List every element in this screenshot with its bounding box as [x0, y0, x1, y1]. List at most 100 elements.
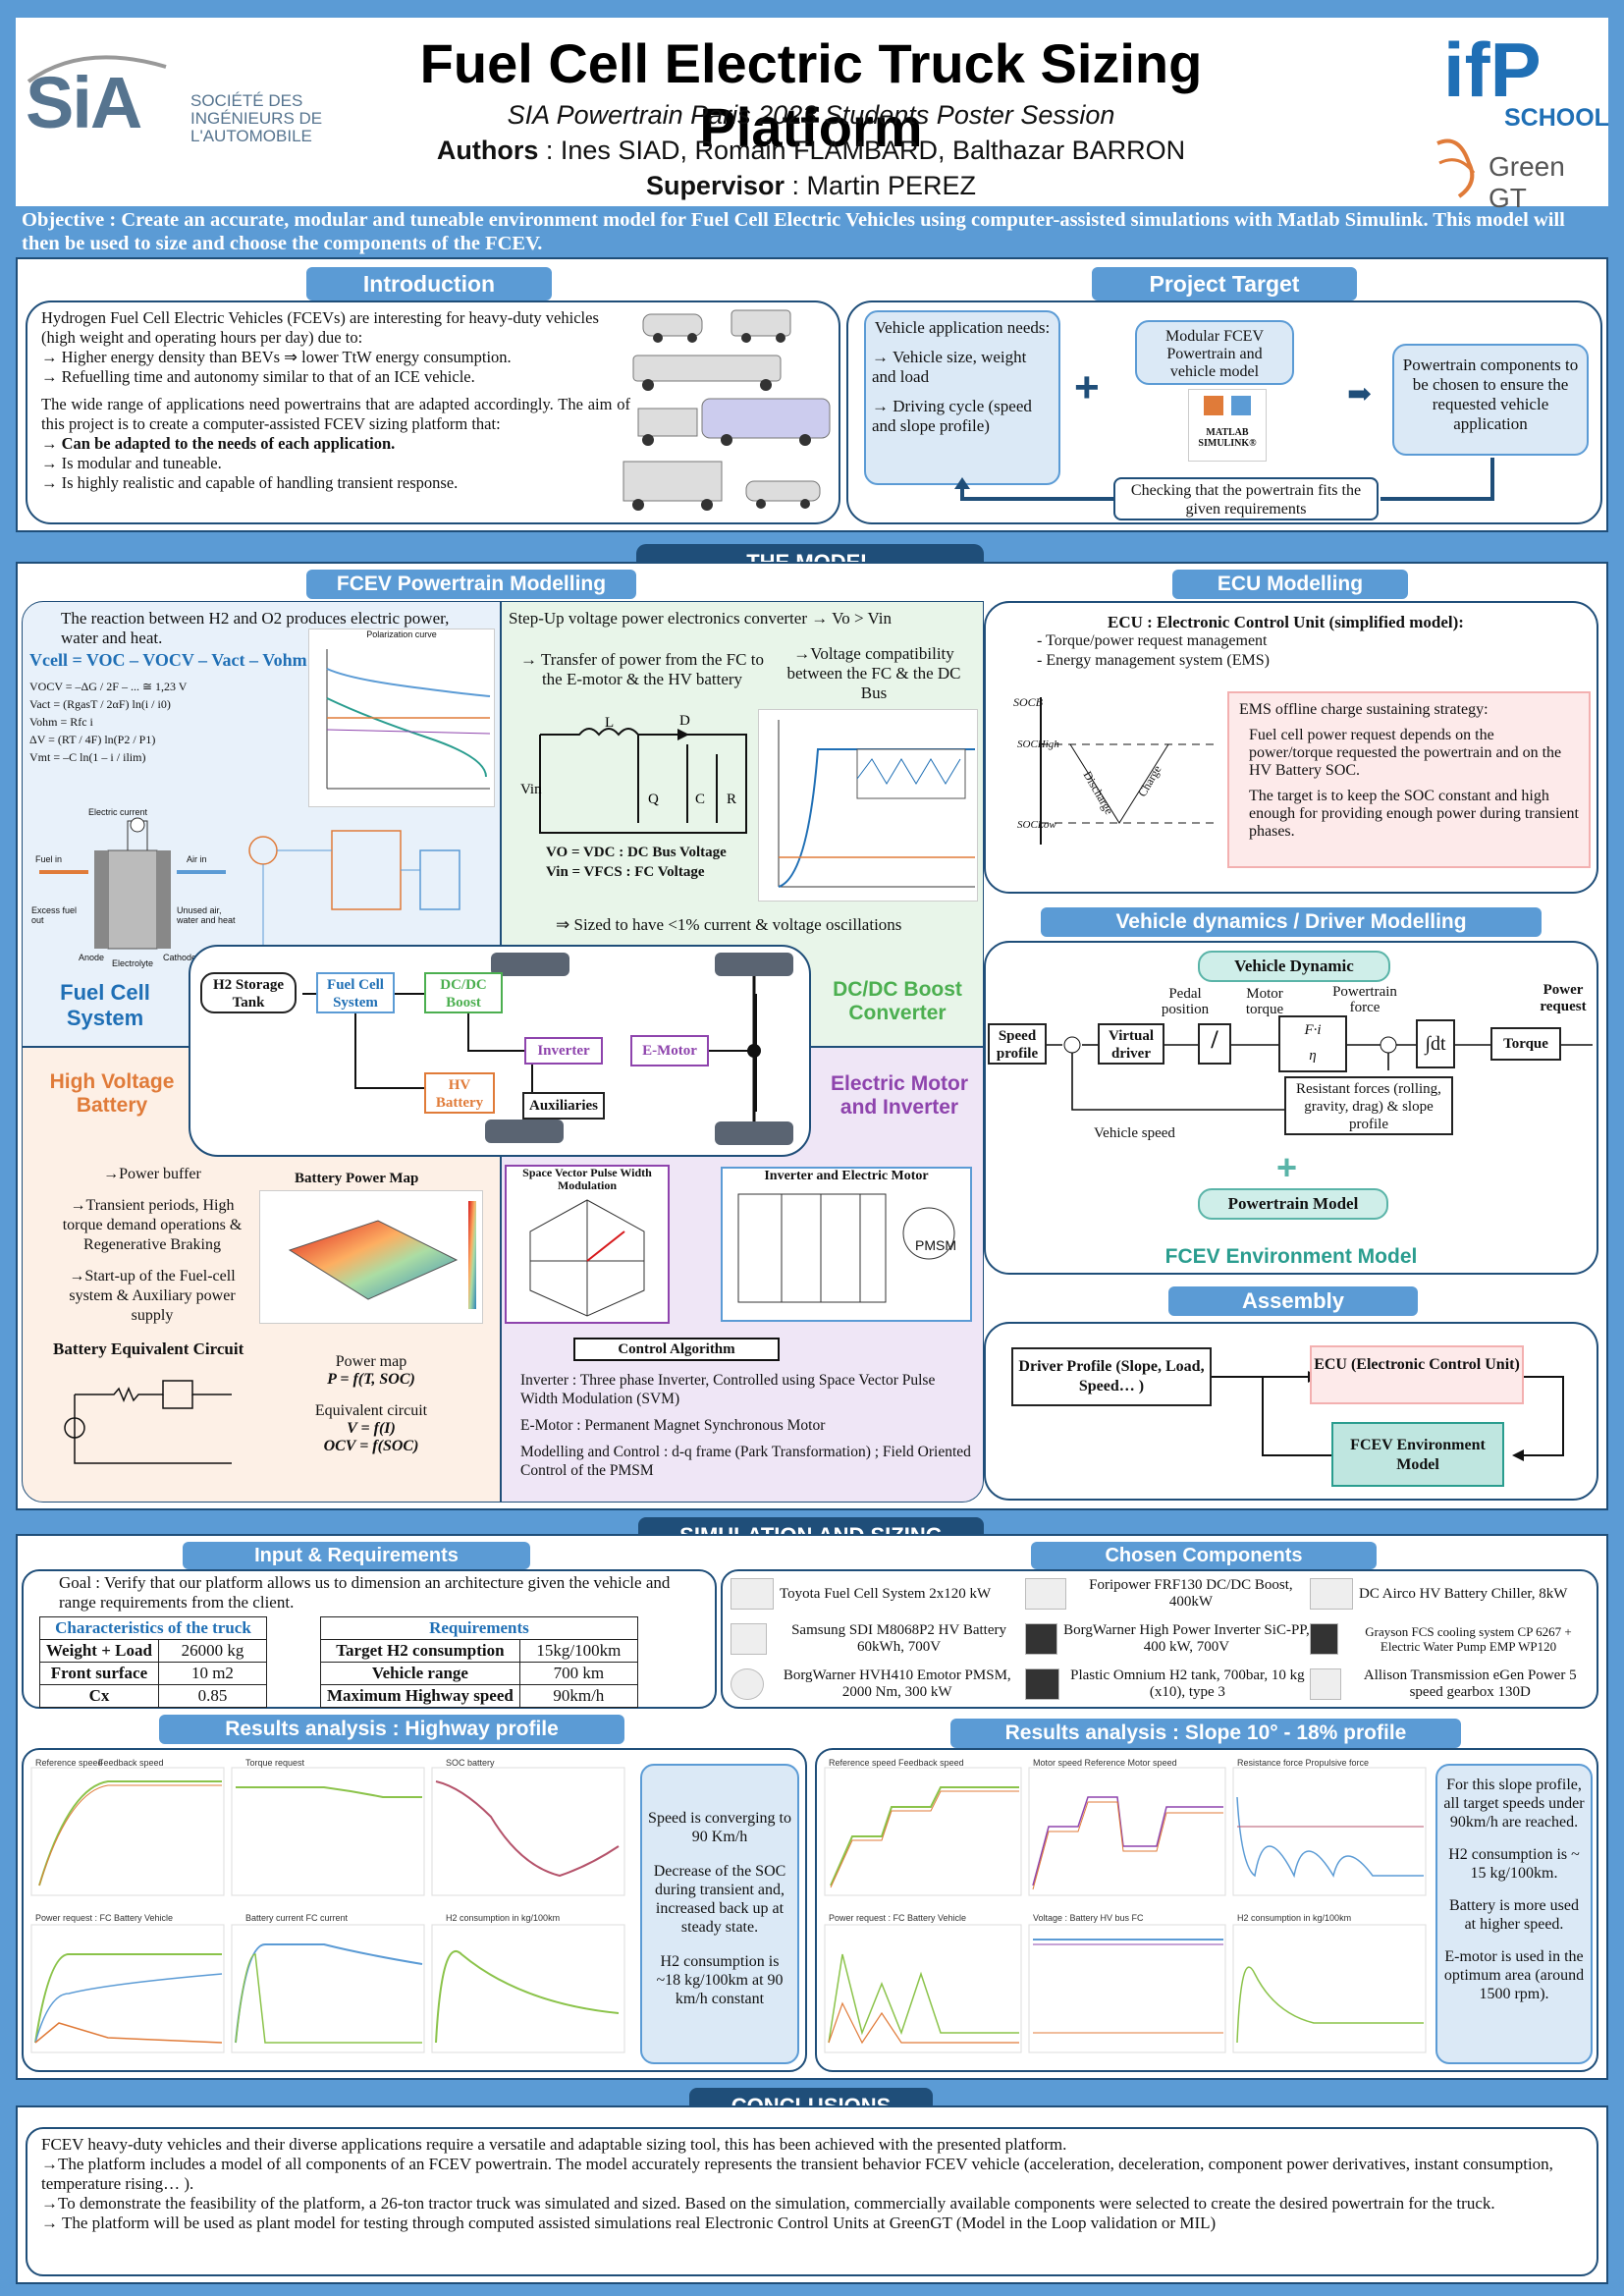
matlab-icon: MATLAB SIMULINK® — [1188, 389, 1267, 462]
component-item: Allison Transmission eGen Power 5 speed … — [1310, 1662, 1593, 1707]
vehicle-images — [619, 304, 835, 519]
project-target-heading: Project Target — [1092, 267, 1357, 301]
sized-text: ⇒ Sized to have <1% current & voltage os… — [556, 915, 902, 934]
driver-profile-box: Driver Profile (Slope, Load, Speed… ) — [1011, 1347, 1212, 1406]
svg-text:SOC battery: SOC battery — [446, 1758, 495, 1768]
virtual-driver-box: Virtual driver — [1098, 1023, 1164, 1065]
component-item: Toyota Fuel Cell System 2x120 kW — [731, 1571, 1025, 1616]
component-item: Grayson FCS cooling system CP 6267 + Ele… — [1310, 1616, 1593, 1662]
svg-text:Feedback speed: Feedback speed — [98, 1758, 164, 1768]
plus-teal-icon: + — [1276, 1147, 1298, 1187]
component-item: Plastic Omnium H2 tank, 700bar, 10 kg (x… — [1025, 1662, 1310, 1707]
vehicle-dynamics-heading: Vehicle dynamics / Driver Modelling — [1041, 907, 1542, 937]
architecture-lines — [302, 953, 793, 1145]
svg-text:Torque request: Torque request — [245, 1758, 305, 1768]
dcdc-label: DC/DC Boost Converter — [833, 978, 962, 1024]
ecu-item-2: - Energy management system (EMS) — [1037, 652, 1270, 669]
polarization-curve-chart: Polarization curve — [308, 629, 495, 807]
ems-box: EMS offline charge sustaining strategy: … — [1227, 691, 1591, 868]
authors: Authors : Ines SIAD, Romain FLAMBARD, Ba… — [436, 136, 1186, 165]
ecu-item-1: - Torque/power request management — [1037, 632, 1268, 649]
conclusions-text: FCEV heavy-duty vehicles and their diver… — [41, 2135, 1553, 2232]
objective: Objective : Create an accurate, modular … — [22, 209, 1565, 254]
ecu-assembly-box: ECU (Electronic Control Unit) — [1310, 1345, 1524, 1404]
svg-text:R: R — [727, 792, 736, 807]
plus-icon: + — [1074, 363, 1100, 411]
svg-text:Power request : FC Battery Veh: Power request : FC Battery Vehicle — [829, 1913, 966, 1923]
power-request-label: Power request — [1540, 982, 1587, 1014]
components-grid: Toyota Fuel Cell System 2x120 kW Foripow… — [731, 1571, 1593, 1707]
boost-b2: →Voltage compatibility between the FC & … — [786, 644, 961, 702]
conclusions-box — [26, 2127, 1598, 2276]
env-assembly-box: FCEV Environment Model — [1331, 1422, 1504, 1487]
goal-text: Goal : Verify that our platform allows u… — [59, 1573, 671, 1612]
boost-voltage-chart — [758, 709, 978, 902]
speed-profile-box: Speed profile — [988, 1023, 1047, 1065]
svg-text:Vin: Vin — [520, 782, 542, 797]
boost-b1: → Transfer of power from the FC to the E… — [520, 650, 764, 688]
component-item: Samsung SDI M8068P2 HV Battery 60kWh, 70… — [731, 1616, 1025, 1662]
modular-box: Modular FCEV Powertrain and vehicle mode… — [1135, 320, 1294, 385]
page-title: Fuel Cell Electric Truck Sizing Platform — [419, 32, 1203, 158]
power-map-text: Power map P = f(T, SOC) Equivalent circu… — [314, 1353, 428, 1454]
svg-text:Battery current FC current: Battery current FC current — [245, 1913, 349, 1923]
battery-power-map-title: Battery Power Map — [295, 1171, 419, 1186]
svg-text:Resistance force Propulsive f: Resistance force Propulsive force — [1237, 1758, 1369, 1768]
chosen-box: Powertrain components to be chosen to en… — [1392, 344, 1589, 456]
boost-circuit: L D Q C R Vin — [520, 713, 756, 845]
auxiliaries-box: Auxiliaries — [522, 1092, 605, 1120]
greengt-logo: Green GT — [1430, 134, 1606, 213]
svg-text:H2 consumption in kg/100km: H2 consumption in kg/100km — [446, 1913, 560, 1923]
svg-text:D: D — [679, 715, 690, 729]
battery-circuit — [55, 1365, 242, 1479]
svg-text:Motor speed Reference Motor s: Motor speed Reference Motor speed — [1033, 1758, 1177, 1768]
component-item: Foripower FRF130 DC/DC Boost, 400kW — [1025, 1571, 1310, 1616]
hv-battery-box: HV Battery — [424, 1072, 495, 1114]
inverter-em-box: Inverter and Electric Motor PMSM — [721, 1167, 972, 1322]
motor-text: Inverter : Three phase Inverter, Control… — [520, 1372, 971, 1479]
introduction-text: Hydrogen Fuel Cell Electric Vehicles (FC… — [41, 308, 630, 492]
svg-text:Reference speed: Reference speed — [35, 1758, 103, 1768]
supervisor: Supervisor : Martin PEREZ — [645, 171, 977, 200]
truck-table: Characteristics of the truck Weight + Lo… — [39, 1616, 267, 1708]
svg-text:Voltage : Battery HV bus FC: Voltage : Battery HV bus FC — [1033, 1913, 1144, 1923]
torque-box: Torque — [1490, 1027, 1561, 1061]
fuel-cell-label: Fuel Cell System — [60, 980, 150, 1030]
integral-box: ∫dt — [1416, 1019, 1455, 1068]
reaction-text: The reaction between H2 and O2 produces … — [61, 609, 450, 647]
svg-text:L: L — [605, 715, 614, 731]
input-req-heading: Input & Requirements — [183, 1542, 530, 1569]
equations: VOCV = –ΔG / 2F – ... ≅ 1,23 V Vact = (R… — [29, 680, 188, 764]
vehicle-speed-label: Vehicle speed — [1094, 1125, 1175, 1141]
component-item: DC Airco HV Battery Chiller, 8kW — [1310, 1571, 1593, 1616]
control-algorithm-box: Control Algorithm — [573, 1338, 780, 1361]
highway-heading: Results analysis : Highway profile — [159, 1715, 624, 1744]
arrow-right-icon: ➡ — [1347, 377, 1373, 411]
pedal-map-box: / — [1198, 1023, 1231, 1065]
emotor-label: Electric Motor and Inverter — [830, 1072, 969, 1119]
vo-label: VO = VDC : DC Bus Voltage — [546, 845, 727, 860]
pt-force-label: Powertrain force — [1332, 984, 1397, 1015]
fcev-powertrain-heading: FCEV Powertrain Modelling — [306, 570, 636, 599]
soc-diagram: SOCB SOCHigh SOCLow Discharge Charge — [1001, 687, 1219, 854]
slope-heading: Results analysis : Slope 10° - 18% profi… — [950, 1719, 1461, 1748]
vin-label: Vin = VFCS : FC Voltage — [546, 864, 705, 880]
chosen-components-heading: Chosen Components — [1031, 1542, 1377, 1569]
svg-text:Q: Q — [648, 792, 659, 807]
slope-notes: For this slope profile, all target speed… — [1435, 1764, 1593, 2064]
battery-circuit-title: Battery Equivalent Circuit — [53, 1339, 244, 1358]
vehicle-dynamic-pill: Vehicle Dynamic — [1198, 951, 1390, 982]
dcdc-box: DC/DC Boost — [424, 972, 503, 1013]
svg-text:H2 consumption in kg/100km: H2 consumption in kg/100km — [1237, 1913, 1351, 1923]
introduction-heading: Introduction — [306, 267, 552, 301]
component-item: BorgWarner HVH410 Emotor PMSM, 2000 Nm, … — [731, 1662, 1025, 1707]
env-model-label: FCEV Environment Model — [1164, 1245, 1418, 1268]
svg-text:C: C — [695, 792, 705, 807]
highway-notes: Speed is converging to 90 Km/h Decrease … — [640, 1764, 799, 2064]
vcell-equation: Vcell = VOC – VOCV – Vact – Vohm – Vmt — [29, 650, 358, 670]
